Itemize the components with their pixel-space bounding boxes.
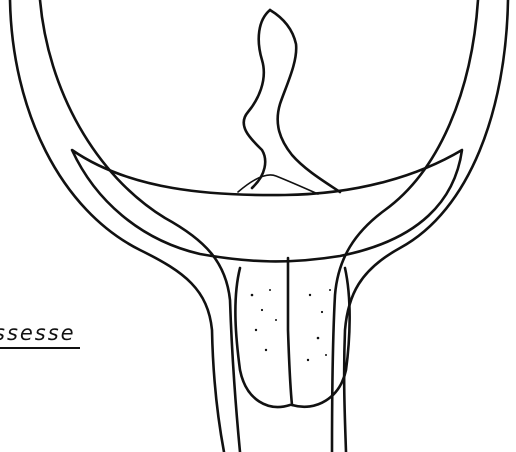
figure-label: ssesse	[0, 320, 80, 349]
inner-wall-left	[40, 0, 240, 452]
central-stalk	[244, 10, 270, 188]
right-lobe	[292, 268, 350, 407]
outer-wall-left	[10, 0, 224, 452]
outer-wall-right	[344, 0, 508, 452]
central-stalk-right	[270, 10, 340, 192]
lobe-stipple	[251, 289, 331, 361]
inner-wall-right	[332, 0, 478, 452]
stalk-base	[238, 175, 318, 194]
left-lobe	[235, 268, 290, 407]
midline	[288, 258, 292, 405]
